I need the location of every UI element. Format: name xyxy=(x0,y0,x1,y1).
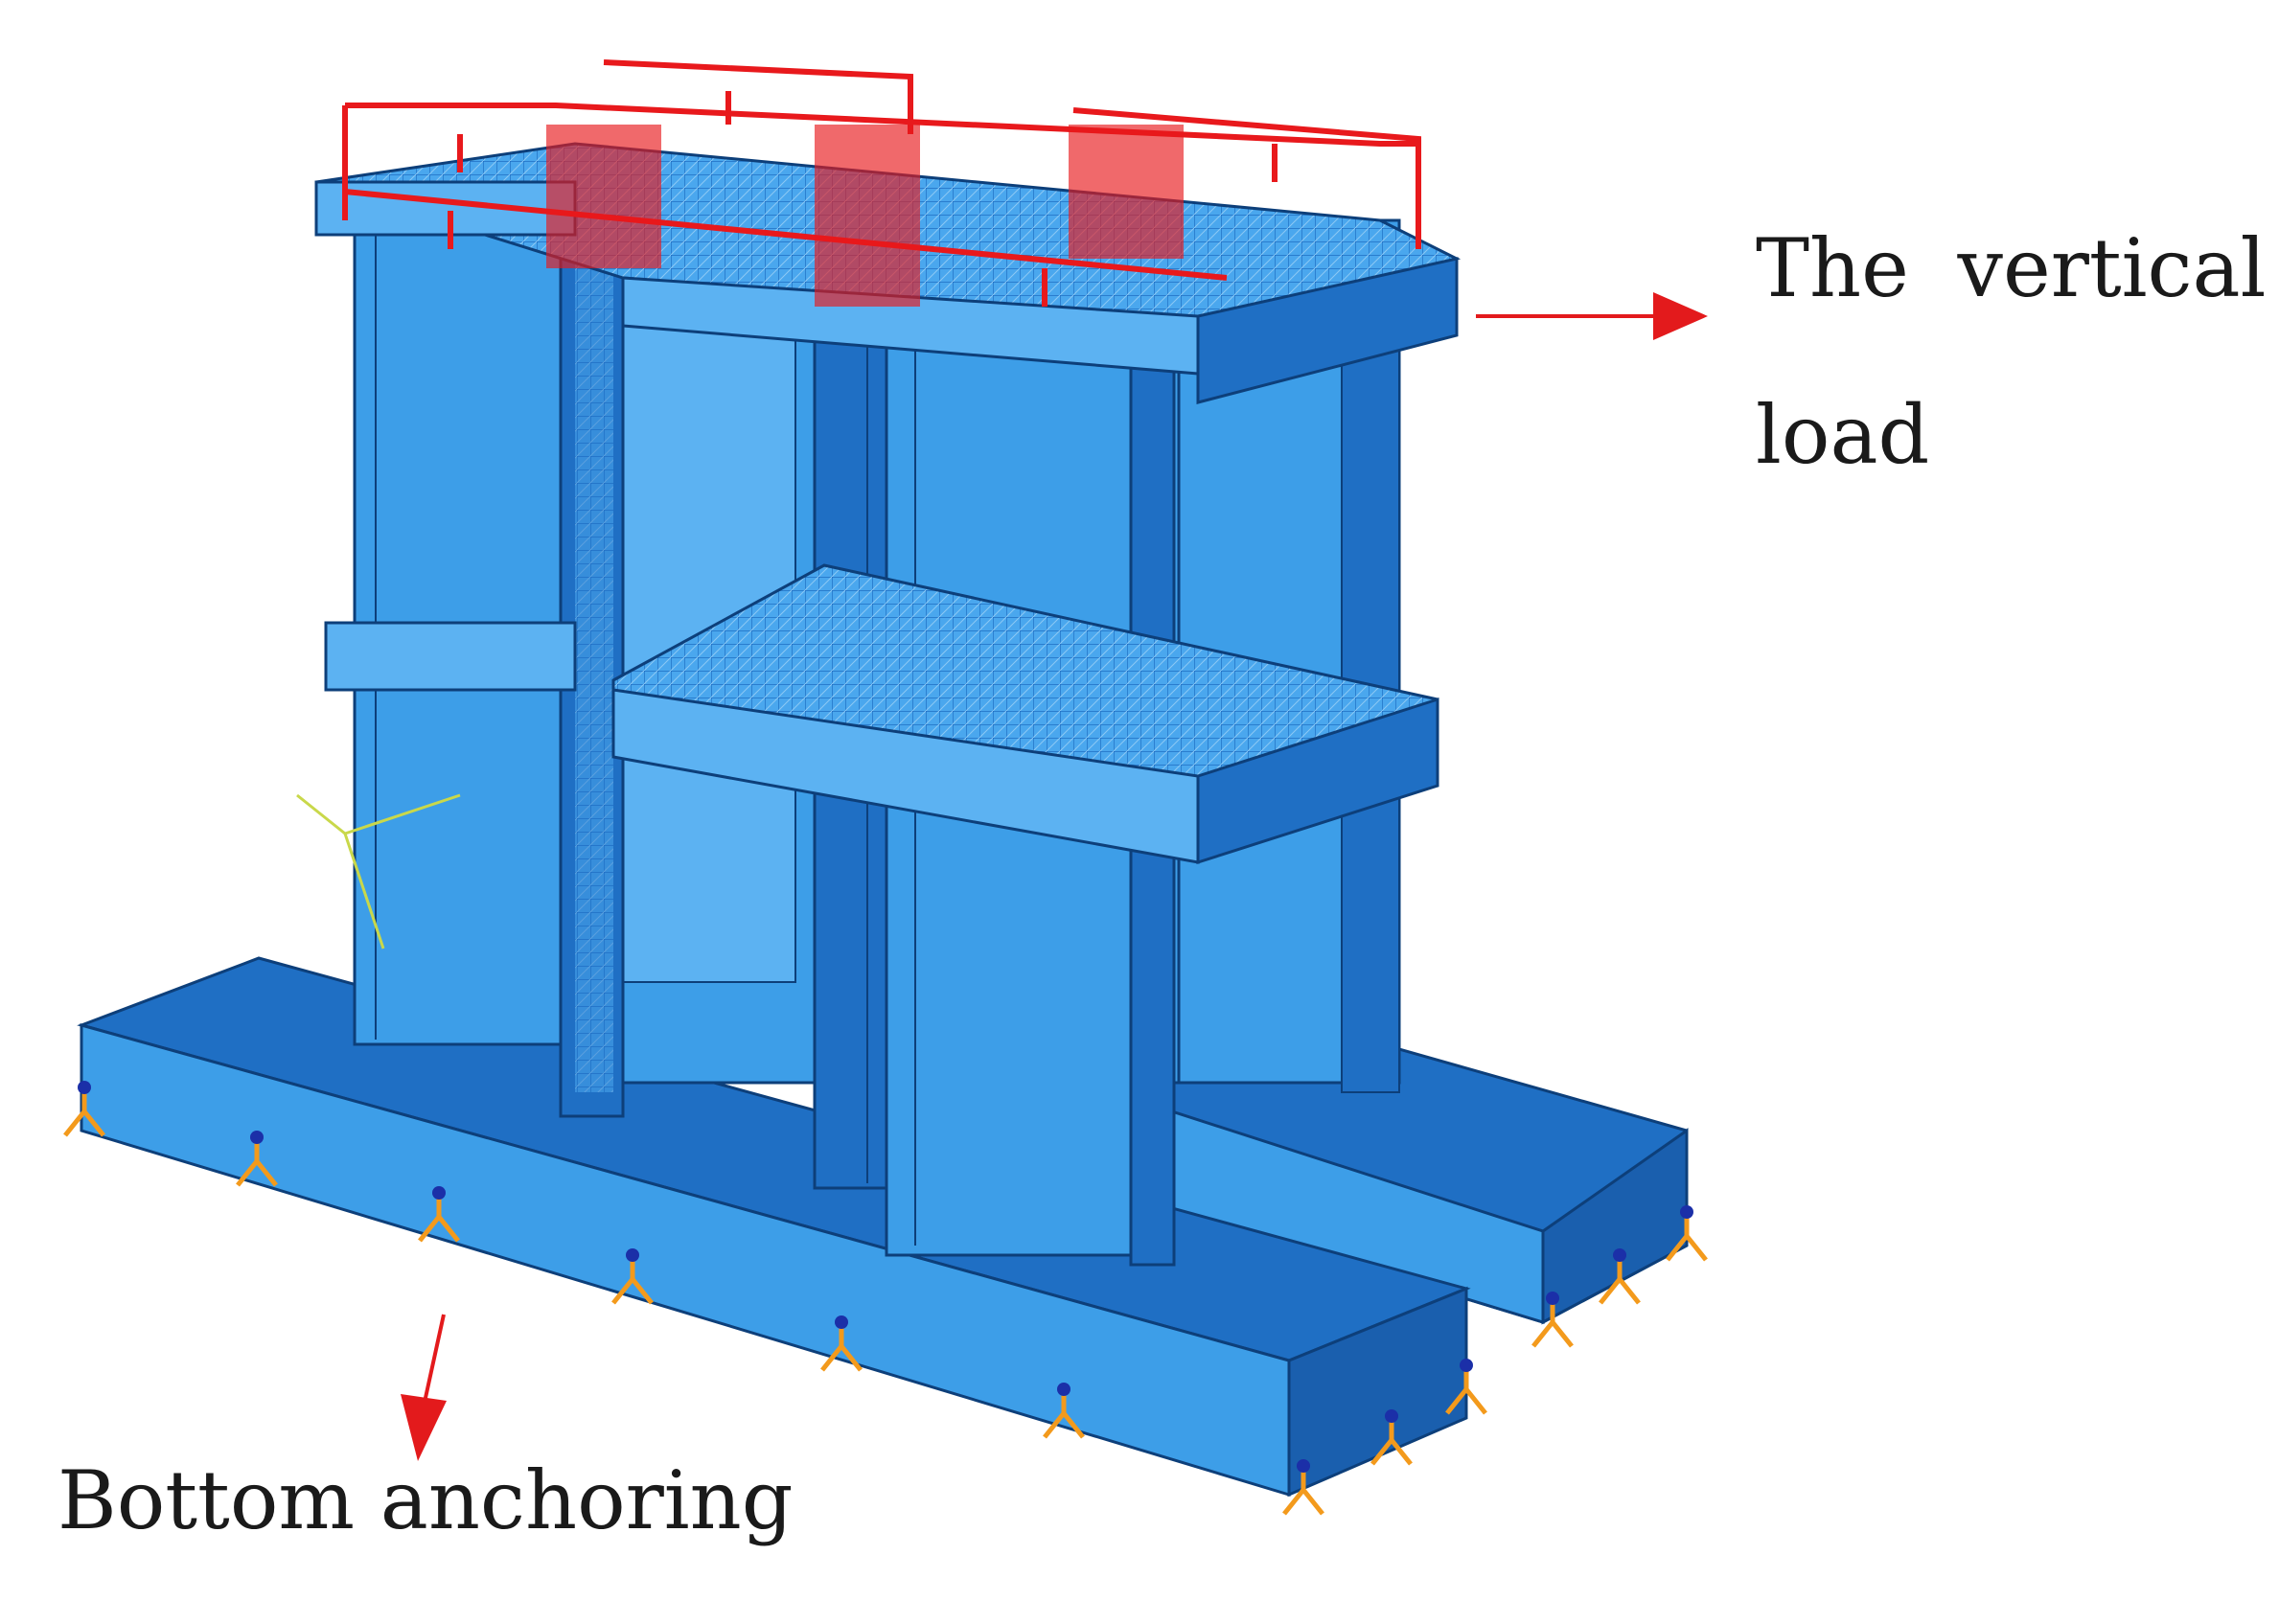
bottom-anchoring-label: Bottom anchoring xyxy=(58,1453,794,1547)
vertical-load-markers xyxy=(342,59,1421,307)
vertical-load-label-continued: load xyxy=(1756,388,1930,482)
arrow-vertical-load xyxy=(1476,292,1708,340)
foundation-beam-front xyxy=(77,956,1471,1498)
anchor-markers xyxy=(63,1081,1708,1516)
arrow-bottom-anchoring xyxy=(401,1314,447,1461)
vertical-load-label: The vertical xyxy=(1756,221,2267,315)
axis-triad-icon xyxy=(296,793,461,949)
floor-slab-middle xyxy=(324,563,1439,865)
